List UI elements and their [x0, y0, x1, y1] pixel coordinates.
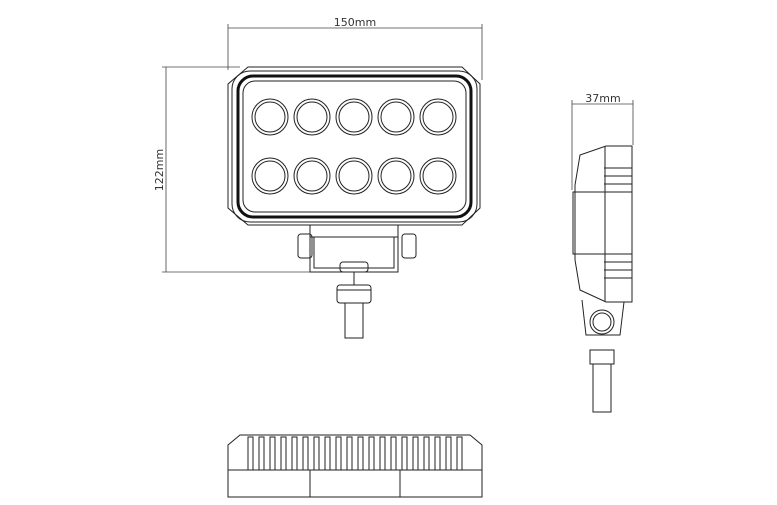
fin [368, 436, 375, 470]
fin [335, 436, 342, 470]
led-array [251, 98, 457, 195]
bottom-view [227, 434, 483, 498]
led-lens [335, 98, 373, 136]
fin [346, 436, 353, 470]
fin [423, 436, 430, 470]
fin [258, 436, 265, 470]
fin [379, 436, 386, 470]
fin [401, 436, 408, 470]
bottom-fins [247, 436, 463, 470]
nut [336, 284, 372, 304]
width-label: 150mm [334, 16, 376, 29]
led-lens [251, 98, 289, 136]
fin [324, 436, 331, 470]
right-bolt [401, 233, 417, 259]
fin [456, 436, 463, 470]
led-lens [377, 98, 415, 136]
mounting-bracket [297, 224, 417, 339]
front-view: 150mm 122mm [153, 16, 483, 339]
side-stem [592, 363, 612, 413]
height-dimension: 122mm [153, 66, 310, 273]
left-bolt [297, 233, 313, 259]
fin [434, 436, 441, 470]
width-dimension: 150mm [227, 16, 483, 80]
led-lens [419, 157, 457, 195]
fin [280, 436, 287, 470]
fin [357, 436, 364, 470]
pivot-bolt [589, 309, 615, 335]
led-lens [419, 98, 457, 136]
depth-label: 37mm [585, 92, 620, 105]
fin [269, 436, 276, 470]
cooling-fins [604, 167, 632, 279]
fin [291, 436, 298, 470]
led-lens [293, 98, 331, 136]
led-lens [251, 157, 289, 195]
light-housing [227, 66, 481, 226]
led-lens [335, 157, 373, 195]
side-view: 37mm [571, 92, 634, 413]
fin [313, 436, 320, 470]
fin [390, 436, 397, 470]
fin [247, 436, 254, 470]
side-nut [589, 349, 615, 365]
fin [445, 436, 452, 470]
mounting-stem [344, 302, 364, 339]
fin [302, 436, 309, 470]
depth-dimension: 37mm [571, 92, 634, 190]
led-lens [377, 157, 415, 195]
led-lens [293, 157, 331, 195]
fin [412, 436, 419, 470]
height-label: 122mm [153, 149, 166, 191]
